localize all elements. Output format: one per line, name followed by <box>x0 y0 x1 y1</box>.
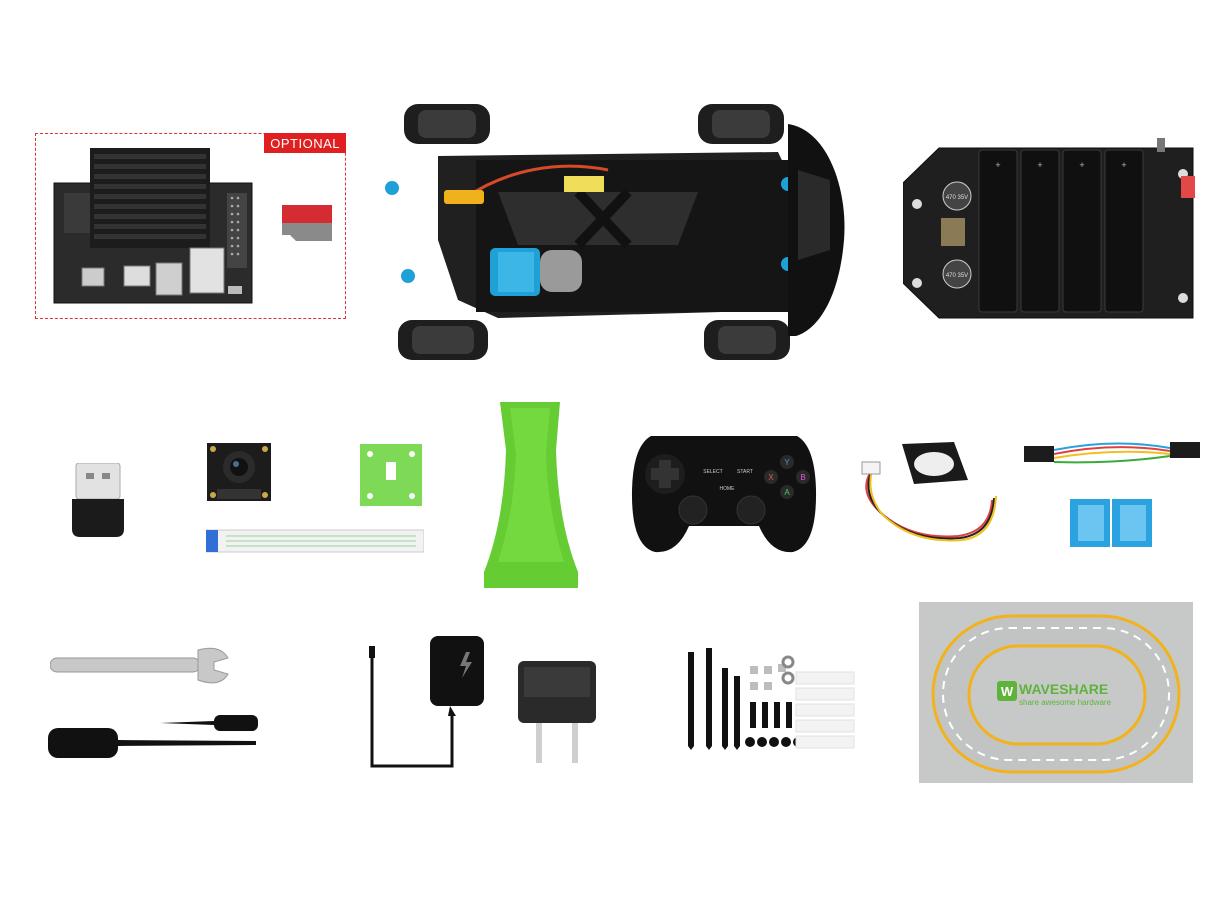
svg-text:+: + <box>1079 160 1084 170</box>
wrench-image <box>50 647 229 684</box>
power-adapter-image <box>369 636 484 768</box>
svg-text:+: + <box>995 160 1000 170</box>
ribbon-cable-image <box>206 529 424 553</box>
gamepad-b-label: B <box>800 473 805 482</box>
screws-kit-image <box>688 648 855 750</box>
screwdriver-large-image <box>48 728 256 758</box>
svg-text:+: + <box>1121 160 1126 170</box>
camera-module-image <box>207 443 271 501</box>
green-bracket-image <box>484 402 578 588</box>
logo-brand: WAVESHARE <box>1019 681 1108 697</box>
green-plate-image <box>360 444 422 506</box>
jumper-cable-image <box>1024 442 1200 464</box>
track-map-image: W WAVESHARE share awesome hardware <box>919 602 1193 783</box>
sd-card-image <box>282 205 332 241</box>
gamepad-y-label: Y <box>784 458 790 467</box>
gamepad-image: SELECT START HOME Y X B A <box>631 436 817 553</box>
logo-mark: W <box>1001 684 1014 699</box>
svg-text:+: + <box>1037 160 1042 170</box>
car-chassis-image <box>385 104 845 360</box>
thermal-pads-image <box>1070 499 1152 547</box>
battery-board-image: + + + + 470 35V 470 35V <box>903 138 1195 319</box>
capacitor-label: 470 35V <box>946 273 968 279</box>
optional-frame: OPTIONAL <box>35 133 346 319</box>
logo-tagline: share awesome hardware <box>1019 698 1112 707</box>
gamepad-select-label: SELECT <box>703 469 722 475</box>
screwdriver-small-image <box>160 715 258 731</box>
cooling-fan-image <box>861 442 997 542</box>
optional-badge: OPTIONAL <box>264 133 346 153</box>
gamepad-home-label: HOME <box>720 486 736 492</box>
plug-adapter-image <box>518 661 596 763</box>
gamepad-a-label: A <box>784 488 790 497</box>
usb-wifi-adapter-image <box>72 463 124 537</box>
capacitor-label: 470 35V <box>946 195 968 201</box>
gamepad-x-label: X <box>768 473 774 482</box>
jetson-nano-board-image <box>53 148 253 304</box>
gamepad-start-label: START <box>737 469 753 475</box>
